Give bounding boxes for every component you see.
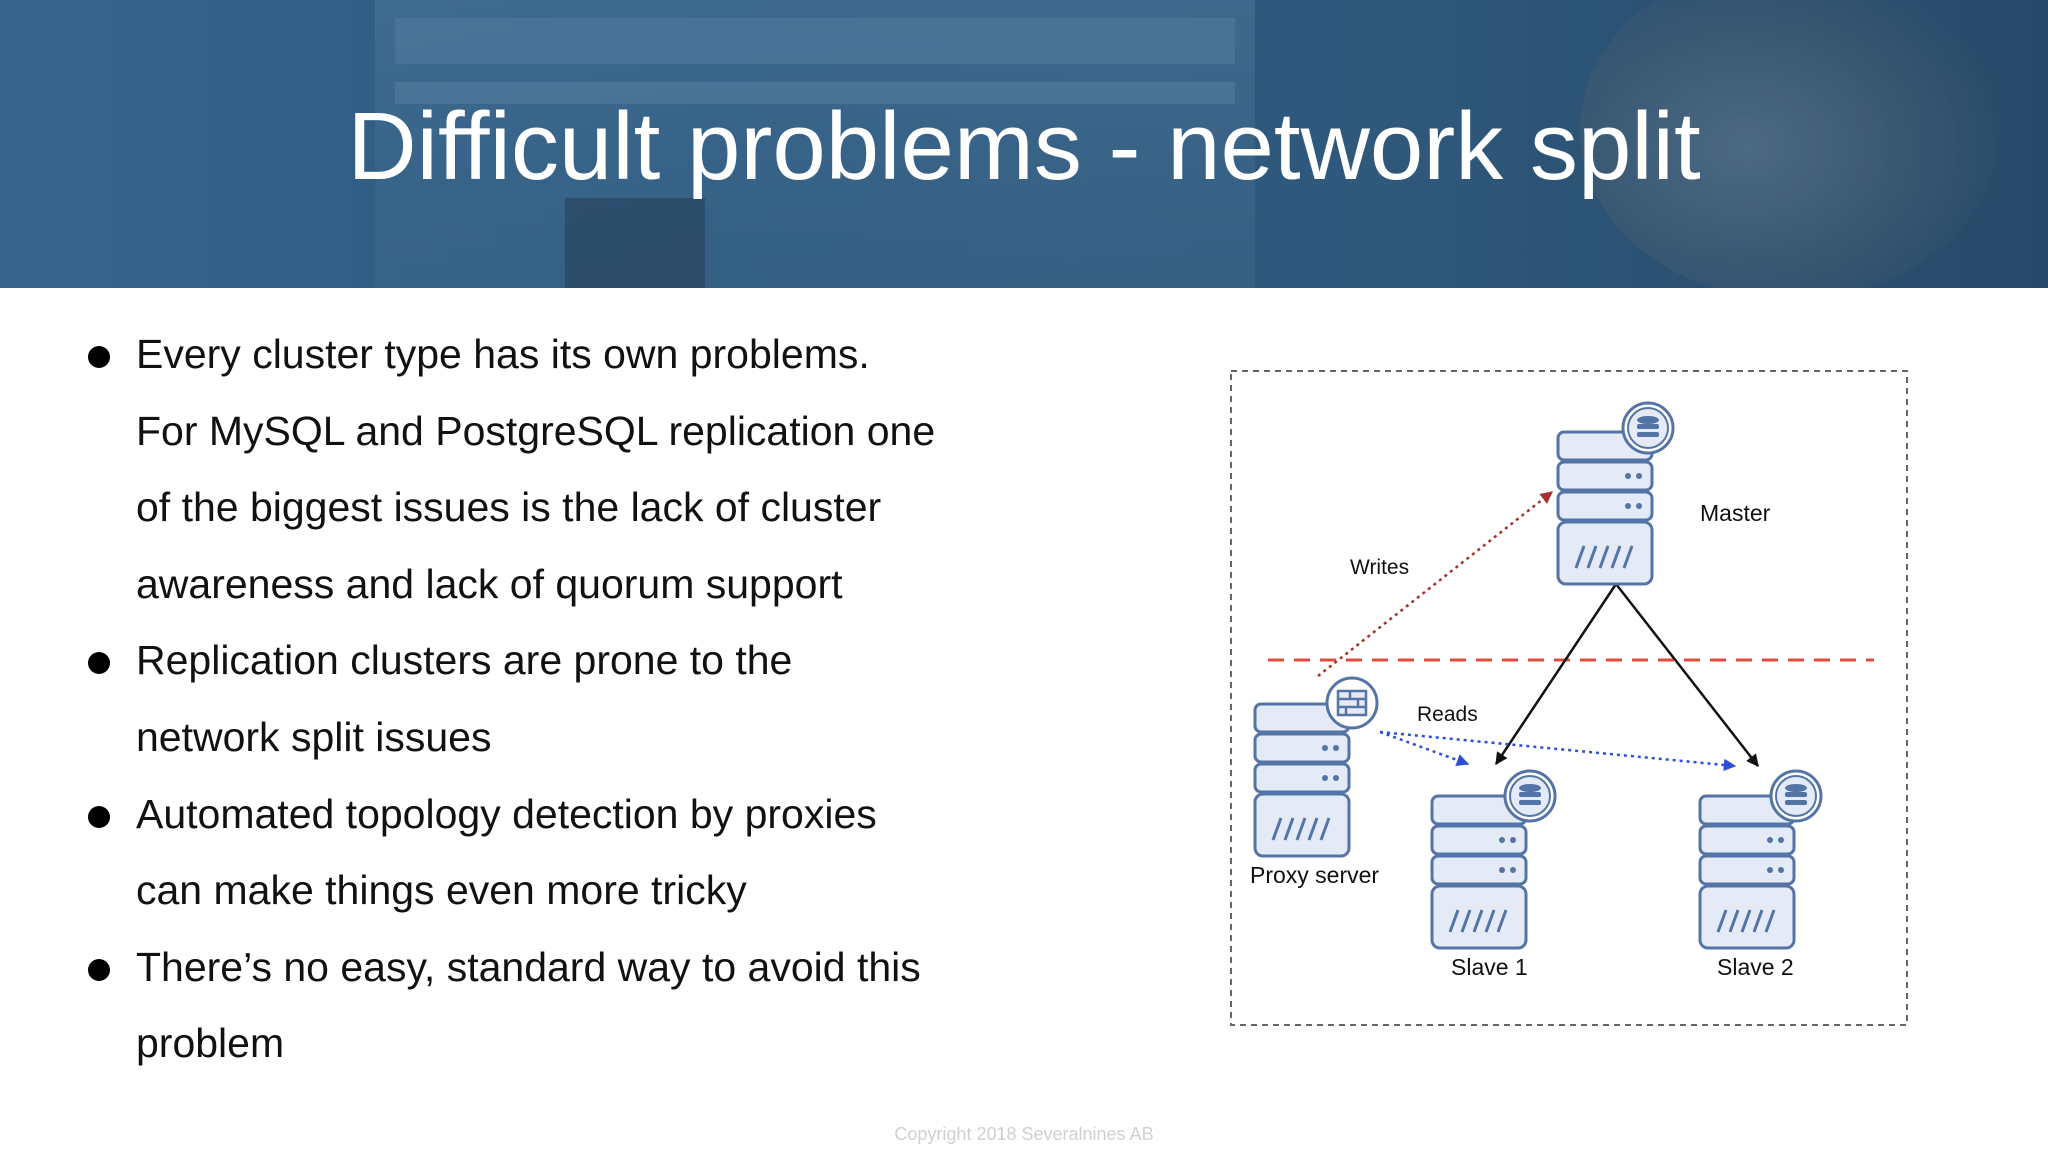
writes-arrow	[1317, 491, 1553, 677]
server-icon	[1698, 794, 1796, 950]
reads-label: Reads	[1417, 703, 1478, 726]
writes-label: Writes	[1350, 556, 1409, 579]
bullet-line: For MySQL and PostgreSQL replication one	[136, 407, 936, 454]
bullet-line: can make things even more tricky	[136, 867, 747, 914]
slave2-label: Slave 2	[1717, 954, 1794, 980]
replication-arrow-slave1	[1494, 583, 1618, 766]
database-icon	[1503, 769, 1557, 823]
proxy-node	[1253, 676, 1379, 858]
server-icon	[1253, 702, 1351, 858]
reads-arrow-slave1	[1379, 730, 1470, 767]
bullet-item: Every cluster type has its own problems.…	[88, 316, 1188, 622]
replication-arrow-slave2	[1615, 583, 1759, 767]
master-label: Master	[1700, 500, 1771, 526]
bullet-item: There’s no easy, standard way to avoid t…	[88, 929, 1188, 1082]
bullet-item: Replication clusters are prone to the ne…	[88, 622, 1188, 775]
bullet-line: problem	[136, 1020, 285, 1067]
slave1-label: Slave 1	[1451, 954, 1528, 980]
banner-background-person	[1580, 0, 2000, 288]
bullet-line: network split issues	[136, 713, 492, 760]
header-banner: Difficult problems - network split	[0, 0, 2048, 288]
banner-background-toolbar	[395, 18, 1235, 64]
copyright-notice: Copyright 2018 Severalnines AB	[894, 1124, 1154, 1144]
banner-background-screen	[375, 0, 1255, 288]
firewall-icon	[1325, 676, 1379, 730]
database-icon	[1621, 401, 1675, 455]
server-icon	[1430, 794, 1528, 950]
bullet-line: awareness and lack of quorum support	[136, 560, 843, 607]
bullet-dot	[88, 958, 110, 981]
server-icon	[1556, 430, 1654, 586]
bullet-dot	[88, 346, 110, 368]
bullet-line: There’s no easy, standard way to avoid t…	[136, 943, 921, 990]
banner-background-tabs	[395, 82, 1235, 104]
bullet-line: of the biggest issues is the lack of clu…	[136, 484, 882, 531]
bullet-dot	[88, 652, 110, 675]
bullet-dot	[88, 805, 110, 828]
bullet-line: Replication clusters are prone to the	[136, 637, 793, 684]
banner-overlay	[0, 0, 2048, 288]
bullet-list: Every cluster type has its own problems.…	[88, 316, 1188, 1082]
proxy-label: Proxy server	[1250, 862, 1379, 888]
database-icon	[1769, 769, 1823, 823]
banner-background-tooltip	[565, 198, 705, 288]
bullet-line: Automated topology detection by proxies	[136, 790, 877, 837]
network-split-diagram: Master Proxy server Slave 1 Slave 2 Writ…	[1230, 370, 1908, 1026]
bullet-item: Automated topology detection by proxies …	[88, 776, 1188, 929]
slide-title: Difficult problems - network split	[347, 93, 1701, 200]
bullet-line: Every cluster type has its own problems.	[136, 331, 870, 377]
